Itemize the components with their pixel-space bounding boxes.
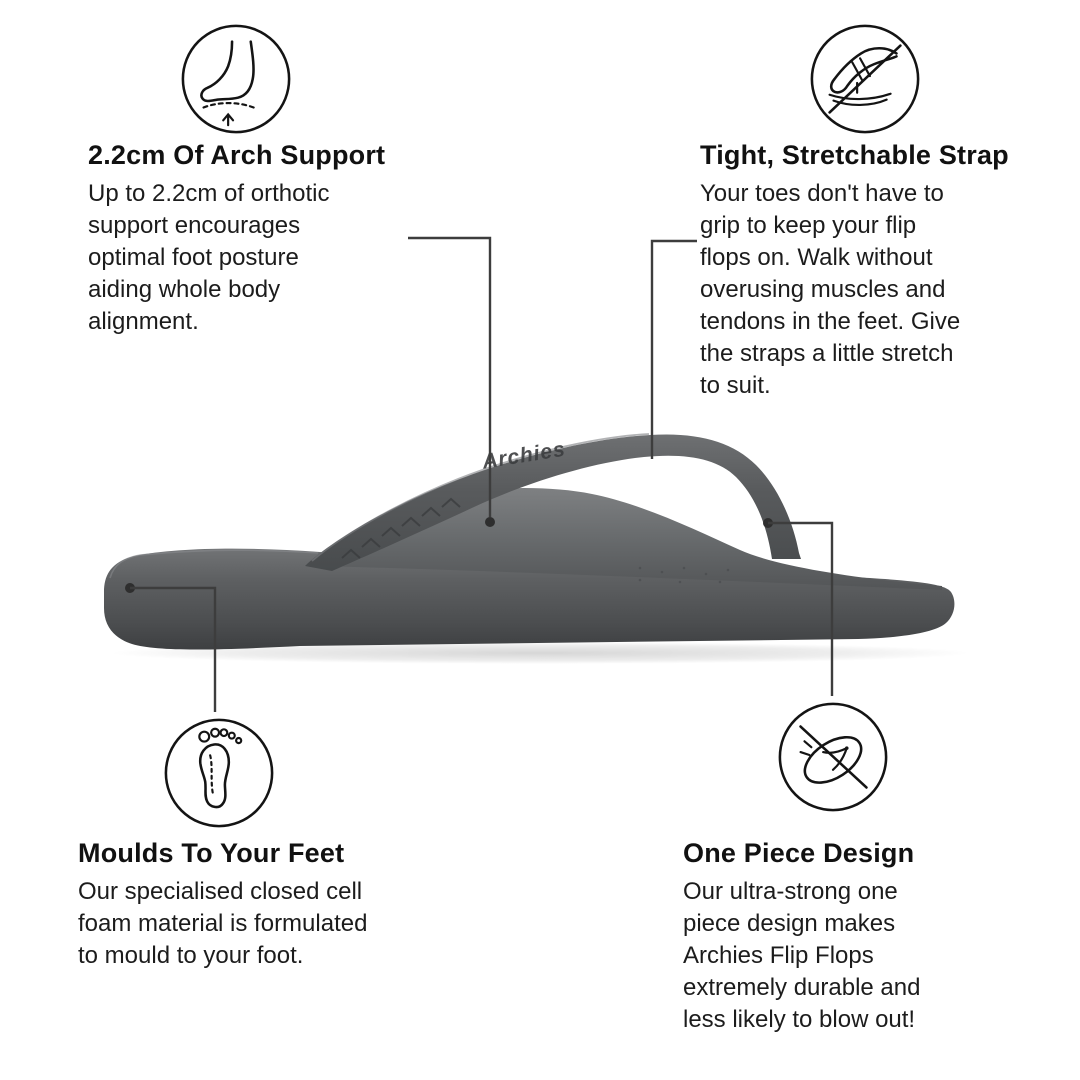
flipflop-strap (305, 434, 801, 571)
no-toe-grip-icon (806, 20, 924, 138)
sole-top-highlight (109, 549, 319, 579)
ground-shadow (110, 642, 970, 664)
foot-arch-icon (177, 20, 295, 138)
one-piece-flip-flop-icon (774, 698, 892, 816)
callout-one-piece: One Piece Design Our ultra-strong one pi… (683, 838, 1013, 1036)
callout-arch-support: 2.2cm Of Arch Support Up to 2.2cm of ort… (88, 140, 410, 338)
callout-title-one-piece: One Piece Design (683, 838, 915, 868)
callout-body-arch-support: Up to 2.2cm of orthotic support encourag… (88, 180, 330, 335)
product-image-flip-flop: Archies (104, 433, 970, 664)
callout-title-arch-support: 2.2cm Of Arch Support (88, 140, 386, 170)
footbed-texture-dots (638, 566, 730, 584)
callout-body-strap: Your toes don't have to grip to keep you… (700, 180, 961, 399)
footprint-icon (160, 714, 278, 832)
callout-body-moulds: Our specialised closed cell foam materia… (78, 878, 368, 969)
callout-body-one-piece: Our ultra-strong one piece design makes … (683, 878, 921, 1033)
callout-moulds: Moulds To Your Feet Our specialised clos… (78, 838, 463, 972)
callout-title-strap: Tight, Stretchable Strap (700, 140, 1009, 170)
callout-title-moulds: Moulds To Your Feet (78, 838, 345, 868)
callout-strap: Tight, Stretchable Strap Your toes don't… (700, 140, 1035, 402)
